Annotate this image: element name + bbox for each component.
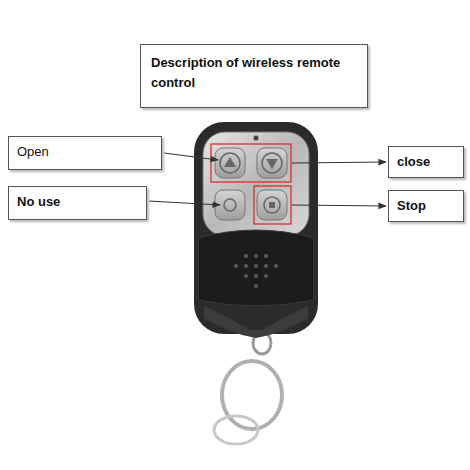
rubber-grip bbox=[198, 230, 314, 306]
title-box: Description of wireless remote control bbox=[140, 44, 368, 108]
led-dot bbox=[254, 136, 259, 141]
callout-label: Open bbox=[17, 143, 153, 161]
leader-lines bbox=[149, 153, 386, 206]
grip-dots bbox=[234, 254, 278, 288]
callout-label: close bbox=[397, 153, 455, 171]
title-text: Description of wireless remote control bbox=[151, 53, 357, 93]
remote-body bbox=[194, 122, 318, 334]
buttons bbox=[215, 148, 287, 220]
highlight-frame bbox=[254, 186, 291, 224]
bottom-wings bbox=[204, 306, 308, 338]
highlight-frame bbox=[211, 144, 291, 182]
key-ring bbox=[214, 332, 282, 444]
callout-box: No use bbox=[8, 186, 147, 220]
callout-box: close bbox=[388, 146, 464, 178]
callout-label: No use bbox=[17, 193, 138, 211]
callout-label: Stop bbox=[397, 197, 455, 215]
callout-box: Open bbox=[8, 136, 162, 170]
callout-box: Stop bbox=[388, 190, 464, 222]
metal-plate bbox=[203, 132, 309, 236]
